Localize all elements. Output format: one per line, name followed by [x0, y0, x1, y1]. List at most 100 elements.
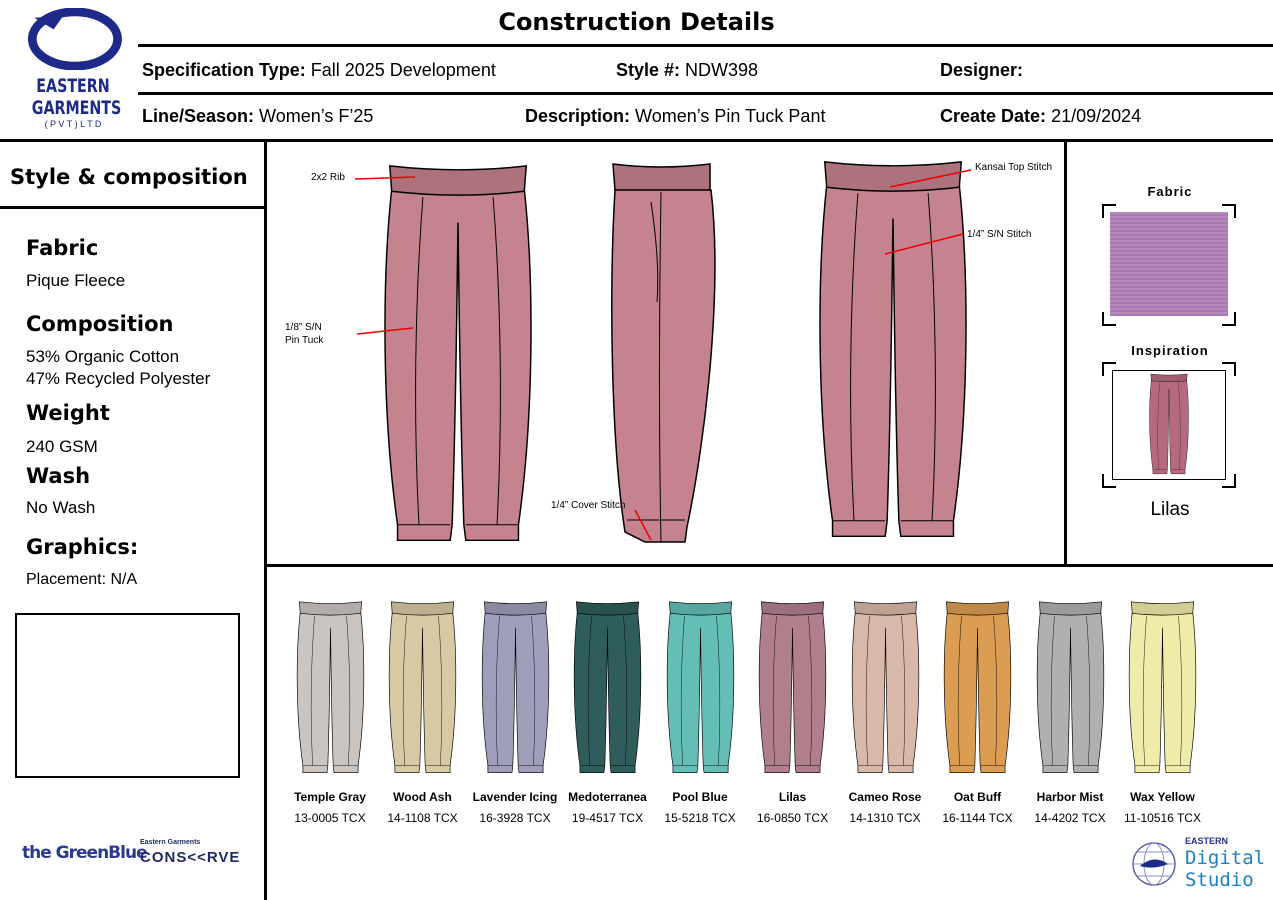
colorway-pant-icon — [848, 600, 923, 778]
colorway-code: 14-1108 TCX — [387, 811, 458, 825]
fabric-value: Pique Fleece — [26, 271, 126, 290]
page-title: Construction Details — [498, 8, 775, 36]
colorway-code: 14-4202 TCX — [1034, 811, 1106, 825]
spec-type-value: Fall 2025 Development — [310, 60, 496, 80]
colorway-code: 15-5218 TCX — [664, 811, 736, 825]
callout-lines — [354, 169, 972, 541]
digital-studio-logo: EASTERN Digital Studio — [1130, 836, 1265, 892]
greenblue-logo: the GreenBlue — [22, 843, 148, 863]
section-title: Style & composition — [10, 165, 248, 189]
callout-pintuck-1: 1/8” S/N — [285, 322, 322, 333]
create-date-label: Create Date: — [940, 106, 1047, 126]
inspiration-label: Inspiration — [1131, 343, 1209, 358]
description-label: Description: — [525, 106, 631, 126]
colorway-name: Lilas — [778, 790, 807, 804]
composition-line-2: 47% Recycled Polyester — [26, 369, 211, 388]
description-value: Women’s Pin Tuck Pant — [635, 106, 826, 126]
fabric-swatch-label: Fabric — [1147, 184, 1193, 199]
colorway-name: Harbor Mist — [1036, 790, 1104, 804]
conserve-wordmark: CONS<<RVE — [140, 849, 241, 866]
spec-type-label: Specification Type: — [142, 60, 306, 80]
divider — [0, 206, 265, 209]
back-view-pant — [819, 161, 967, 538]
colorway-pant-icon — [478, 600, 553, 778]
colorway-code: 16-0850 TCX — [756, 811, 829, 825]
colorway-pant-icon — [940, 600, 1015, 778]
colorway-code: 11-10516 TCX — [1124, 811, 1201, 825]
colorway-code: 16-3928 TCX — [479, 811, 551, 825]
eds-line2: Digital — [1185, 847, 1266, 869]
colorway-item: Lilas 16-0850 TCX — [748, 600, 838, 825]
graphics-heading: Graphics: — [26, 535, 139, 559]
wash-heading: Wash — [26, 464, 91, 488]
designer-label: Designer: — [940, 60, 1024, 80]
colorway-item: Oat Buff 16-1144 TCX — [933, 600, 1023, 825]
colorway-code: 19-4517 TCX — [571, 811, 644, 825]
style-label: Style #: — [616, 60, 681, 80]
divider — [265, 564, 1273, 567]
conserve-logo: Eastern Garments CONS<<RVE — [140, 838, 240, 868]
wash-value: No Wash — [26, 498, 96, 517]
colorway-name: Temple Gray — [294, 790, 366, 804]
line-value: Women’s F’25 — [259, 106, 374, 126]
colorway-item: Wood Ash 14-1108 TCX — [378, 600, 468, 825]
logo-mark-icon — [27, 7, 122, 71]
colorway-name: Wood Ash — [393, 790, 452, 804]
colorway-item: Harbor Mist 14-4202 TCX — [1025, 600, 1115, 825]
logo-line3: ( P V T ) L T D — [44, 119, 102, 129]
fabric-swatch — [1110, 212, 1228, 316]
colorway-name: Oat Buff — [953, 790, 1002, 804]
colorway-name: Lavender Icing — [472, 790, 558, 804]
company-logo: EASTERN GARMENTS ( P V T ) L T D — [18, 7, 128, 130]
colorway-item: Lavender Icing 16-3928 TCX — [470, 600, 560, 825]
logo-line2: GARMENTS — [31, 97, 122, 119]
colorway-code: 13-0005 TCX — [294, 811, 366, 825]
divider — [1064, 140, 1067, 566]
divider — [264, 140, 267, 900]
colorway-code: 16-1144 TCX — [942, 811, 1013, 825]
colorway-pant-icon — [385, 600, 460, 778]
front-view-pant — [384, 165, 532, 542]
eds-line3: Studio — [1185, 869, 1254, 891]
style-value: NDW398 — [685, 60, 759, 80]
divider — [138, 44, 1273, 47]
colorway-item: Wax Yellow 11-10516 TCX — [1118, 600, 1208, 825]
globe-icon — [1132, 842, 1176, 886]
inspiration-color-name: Lilas — [1150, 499, 1190, 520]
composition-heading: Composition — [26, 312, 174, 336]
colorway-pant-icon — [663, 600, 738, 778]
placement-value: Placement: N/A — [26, 571, 138, 588]
inspiration-image — [1112, 370, 1226, 480]
weight-heading: Weight — [26, 401, 110, 425]
colorway-name: Pool Blue — [672, 790, 728, 804]
eds-line1: EASTERN — [1185, 836, 1229, 846]
colorway-pant-icon — [755, 600, 830, 778]
technical-drawing — [354, 161, 972, 543]
colorway-name: Wax Yellow — [1130, 790, 1195, 804]
colorway-pant-icon — [1125, 600, 1200, 778]
colorway-item: Temple Gray 13-0005 TCX — [285, 600, 375, 825]
weight-value: 240 GSM — [26, 437, 98, 456]
create-date-value: 21/09/2024 — [1051, 106, 1142, 126]
fabric-heading: Fabric — [26, 236, 99, 260]
composition-line-1: 53% Organic Cotton — [26, 347, 180, 366]
colorway-item: Pool Blue 15-5218 TCX — [655, 600, 745, 825]
side-view-pant — [611, 163, 716, 543]
graphics-placeholder-box — [15, 613, 240, 778]
callout-kansai: Kansai Top Stitch — [975, 162, 1053, 173]
colorway-item: Medoterranea 19-4517 TCX — [563, 600, 653, 825]
divider — [138, 92, 1273, 95]
colorway-pant-icon — [293, 600, 368, 778]
colorway-item: Cameo Rose 14-1310 TCX — [840, 600, 930, 825]
colorway-pant-icon — [570, 600, 645, 778]
conserve-subtitle: Eastern Garments — [140, 839, 201, 846]
callout-pintuck-2: Pin Tuck — [285, 335, 324, 346]
colorway-code: 14-1310 TCX — [849, 811, 921, 825]
callout-rib: 2x2 Rib — [311, 172, 345, 183]
colorway-pant-icon — [1033, 600, 1108, 778]
callout-cover-stitch: 1/4” Cover Stitch — [551, 500, 626, 511]
logo-line1: EASTERN — [36, 75, 110, 97]
colorway-name: Medoterranea — [568, 790, 647, 804]
callout-sn-stitch: 1/4” S/N Stitch — [967, 229, 1032, 240]
colorway-name: Cameo Rose — [848, 790, 922, 804]
